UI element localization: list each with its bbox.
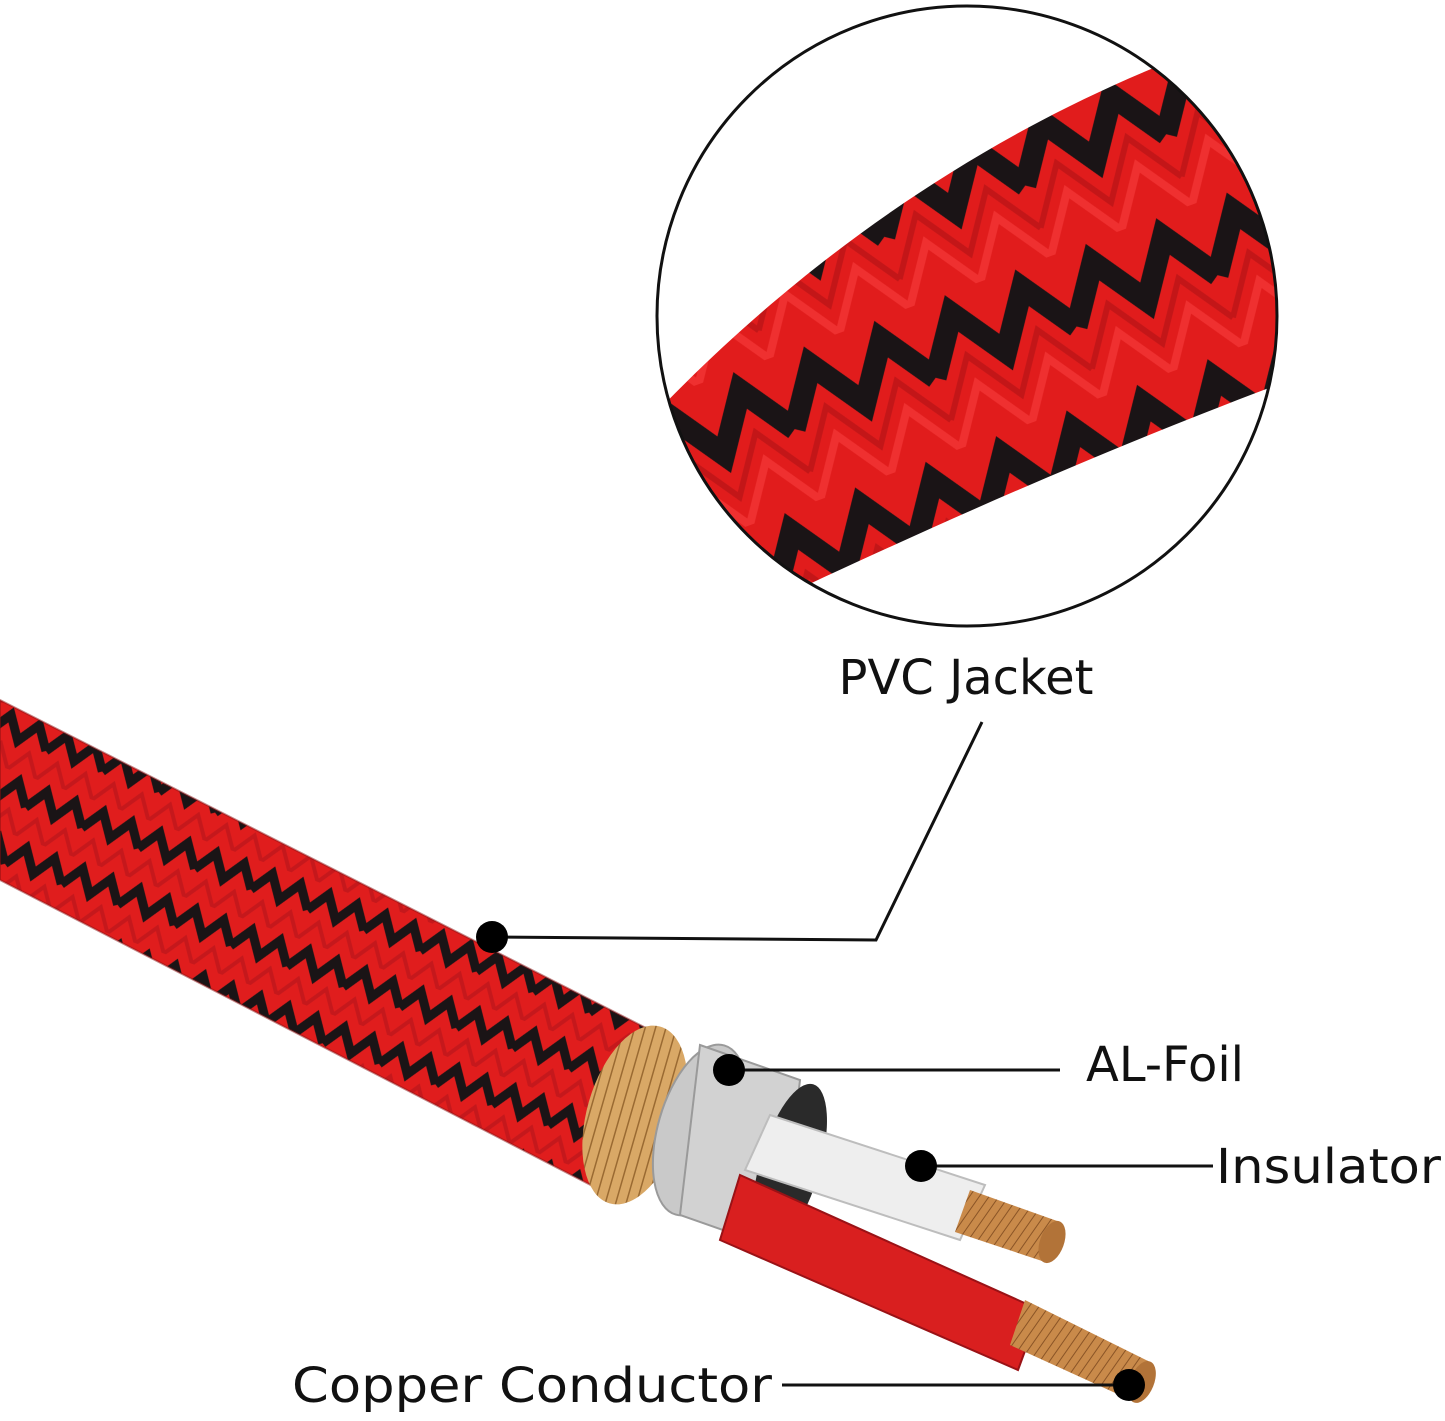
white-wire-copper-core xyxy=(955,1190,1060,1262)
pvc-jacket-leader xyxy=(491,721,984,942)
leaders xyxy=(491,721,1213,1387)
insulator-dot xyxy=(905,1150,937,1182)
braided-jacket xyxy=(0,700,650,1195)
zoom-magnifier xyxy=(655,4,1279,628)
label-copper-conductor: Copper Conductor xyxy=(292,1358,772,1414)
pvc-jacket-dot xyxy=(476,921,508,953)
label-pvc-jacket: PVC Jacket xyxy=(839,650,1094,706)
al-foil-dot xyxy=(713,1054,745,1086)
red-insulator xyxy=(718,1173,1042,1372)
cable xyxy=(0,698,1156,1403)
red-wire-copper-core xyxy=(1010,1300,1150,1402)
label-insulator: Insulator xyxy=(1216,1139,1441,1195)
copper-conductor-dot xyxy=(1113,1369,1145,1401)
label-al-foil: AL-Foil xyxy=(1086,1037,1244,1093)
zoomed-braid xyxy=(657,20,1277,626)
zoom-circle-outline xyxy=(655,4,1279,628)
